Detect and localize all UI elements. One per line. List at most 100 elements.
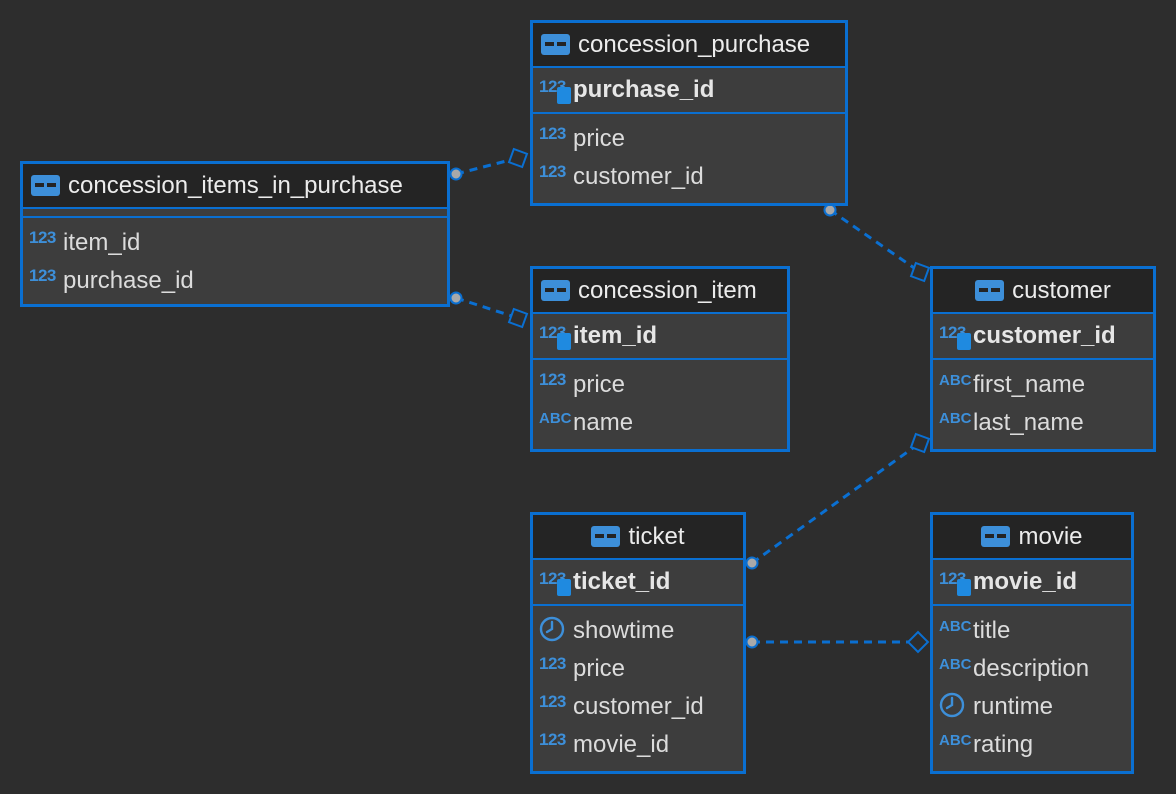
link-ticket-to-movie[interactable]	[745, 630, 930, 654]
column-name: movie_id	[573, 731, 670, 758]
primary-key-row	[23, 209, 447, 218]
table-icon	[31, 175, 60, 196]
entity-ticket[interactable]: ticket 123 ticket_id showtime 123 price …	[530, 512, 746, 774]
column-name: first_name	[973, 371, 1086, 398]
primary-key-row[interactable]: 123 customer_id	[933, 314, 1153, 360]
entity-header: concession_items_in_purchase	[23, 164, 447, 209]
table-icon	[541, 280, 570, 301]
table-icon	[981, 526, 1011, 547]
column-name: item_id	[63, 229, 141, 256]
entity-title: concession_items_in_purchase	[68, 171, 403, 199]
entity-title: customer	[1012, 276, 1111, 304]
column-name: customer_id	[573, 163, 704, 190]
column-list: ABC first_name ABC last_name	[933, 360, 1153, 446]
column-name: description	[973, 655, 1090, 682]
column-name: runtime	[973, 693, 1054, 720]
column-row[interactable]: 123 price	[533, 366, 787, 404]
key-icon: 123	[939, 569, 973, 596]
relationship-line	[455, 296, 519, 320]
column-name: price	[573, 371, 626, 398]
column-row[interactable]: 123 price	[533, 650, 743, 688]
relationship-source-dot	[745, 635, 759, 649]
entity-concession-item[interactable]: concession_item 123 item_id 123 price AB…	[530, 266, 790, 452]
column-row[interactable]: ABC rating	[933, 726, 1131, 764]
text-type-icon: ABC	[939, 409, 972, 427]
column-name: name	[573, 409, 634, 436]
numeric-type-icon: 123	[539, 692, 566, 711]
relationship-source-dot	[823, 203, 837, 217]
column-name: rating	[973, 731, 1034, 758]
column-list: 123 price ABC name	[533, 360, 787, 446]
table-icon	[975, 280, 1005, 301]
entity-concession-items-in-purchase[interactable]: concession_items_in_purchase 123 item_id…	[20, 161, 450, 307]
entity-title: concession_item	[578, 276, 757, 304]
column-row[interactable]: 123 purchase_id	[23, 262, 447, 300]
relationship-target-diamond	[909, 432, 931, 454]
column-row[interactable]: 123 price	[533, 120, 845, 158]
text-type-icon: ABC	[939, 655, 972, 673]
column-row[interactable]: showtime	[533, 612, 743, 650]
numeric-type-icon: 123	[539, 162, 566, 181]
key-icon: 123	[939, 323, 973, 350]
column-row[interactable]: ABC name	[533, 404, 787, 442]
clock-icon	[939, 692, 973, 723]
relationship-line	[455, 156, 519, 176]
link-purchase-to-customer[interactable]	[823, 203, 931, 283]
column-row[interactable]: 123 customer_id	[533, 158, 845, 196]
column-name: last_name	[973, 409, 1084, 436]
entity-title: movie	[1018, 522, 1083, 550]
relationship-source-dot	[449, 291, 463, 305]
column-row[interactable]: 123 item_id	[23, 224, 447, 262]
column-name: movie_id	[973, 568, 1078, 595]
table-icon	[541, 34, 570, 55]
column-list: 123 item_id 123 purchase_id	[23, 218, 447, 304]
relationship-source-dot	[449, 167, 463, 181]
column-row[interactable]: ABC last_name	[933, 404, 1153, 442]
column-row[interactable]: ABC description	[933, 650, 1131, 688]
relationship-target-diamond	[909, 261, 931, 283]
numeric-type-icon: 123	[29, 266, 56, 285]
numeric-type-icon: 123	[539, 370, 566, 389]
numeric-type-icon: 123	[539, 124, 566, 143]
key-icon: 123	[539, 569, 573, 596]
column-name: showtime	[573, 617, 675, 644]
numeric-type-icon: 123	[539, 654, 566, 673]
primary-key-row[interactable]: 123 ticket_id	[533, 560, 743, 606]
relationship-target-diamond	[507, 307, 529, 329]
primary-key-row[interactable]: 123 purchase_id	[533, 68, 845, 114]
entity-title: ticket	[628, 522, 685, 550]
text-type-icon: ABC	[939, 731, 972, 749]
column-row[interactable]: 123 customer_id	[533, 688, 743, 726]
key-icon: 123	[539, 323, 573, 350]
entity-header: movie	[933, 515, 1131, 560]
link-items-in-purchase-to-purchase[interactable]	[449, 147, 529, 181]
key-icon: 123	[539, 77, 573, 104]
column-row[interactable]: 123 movie_id	[533, 726, 743, 764]
entity-concession-purchase[interactable]: concession_purchase 123 purchase_id 123 …	[530, 20, 848, 206]
column-name: price	[573, 125, 626, 152]
primary-key-row[interactable]: 123 item_id	[533, 314, 787, 360]
entity-header: ticket	[533, 515, 743, 560]
column-name: item_id	[573, 322, 658, 349]
primary-key-row[interactable]: 123 movie_id	[933, 560, 1131, 606]
link-ticket-to-customer[interactable]	[745, 432, 931, 570]
entity-header: customer	[933, 269, 1153, 314]
column-list: ABC title ABC description runtime ABC ra…	[933, 606, 1131, 768]
column-row[interactable]: runtime	[933, 688, 1131, 726]
link-items-in-purchase-to-item[interactable]	[449, 291, 529, 329]
entity-customer[interactable]: customer 123 customer_id ABC first_name …	[930, 266, 1156, 452]
relationship-line	[751, 441, 921, 565]
relationship-target-diamond	[906, 630, 930, 654]
entity-header: concession_item	[533, 269, 787, 314]
entity-movie[interactable]: movie 123 movie_id ABC title ABC descrip…	[930, 512, 1134, 774]
relationship-line	[829, 208, 921, 274]
column-row[interactable]: ABC title	[933, 612, 1131, 650]
column-name: ticket_id	[573, 568, 671, 595]
column-row[interactable]: ABC first_name	[933, 366, 1153, 404]
relationship-source-dot	[745, 556, 759, 570]
text-type-icon: ABC	[539, 409, 572, 427]
column-name: customer_id	[973, 322, 1116, 349]
relationship-target-diamond	[507, 147, 529, 169]
numeric-type-icon: 123	[539, 730, 566, 749]
text-type-icon: ABC	[939, 617, 972, 635]
